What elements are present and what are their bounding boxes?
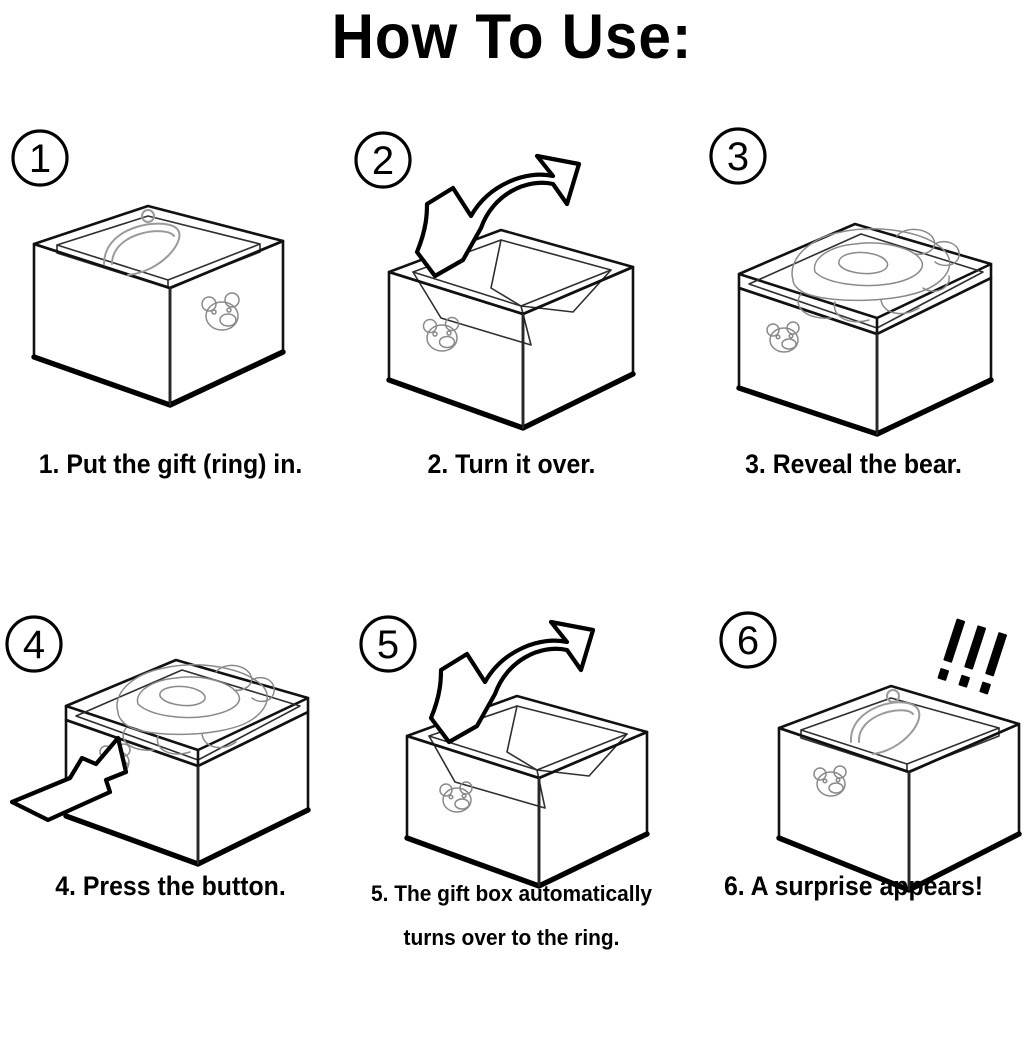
step-badge-3: 3 xyxy=(709,127,767,185)
step-caption-5: 5. The gift box automatically turns over… xyxy=(370,881,653,950)
gift-box-6 xyxy=(776,618,1022,893)
step-illustration-3: 3 xyxy=(683,112,1024,452)
step-illustration-6: 6 xyxy=(683,582,1024,922)
step-illustration-1: 1 xyxy=(0,112,341,452)
step-badge-2: 2 xyxy=(354,131,412,189)
step-caption-1: 1. Put the gift (ring) in. xyxy=(38,449,303,479)
page-title: How To Use: xyxy=(331,2,693,72)
svg-text:6: 6 xyxy=(737,619,759,663)
rotate-arrow-icon xyxy=(414,153,582,279)
bear-button-icon xyxy=(201,292,240,331)
step-badge-6: 6 xyxy=(719,611,777,669)
step-badge-4: 4 xyxy=(5,615,63,673)
steps-row-top: 1 xyxy=(0,112,1024,582)
bear-plush-icon xyxy=(116,664,275,755)
bear-button-icon xyxy=(766,321,800,353)
svg-text:5: 5 xyxy=(377,623,399,667)
step-panel-3: 3 xyxy=(683,112,1024,582)
gift-box-2 xyxy=(386,153,636,431)
step-badge-1: 1 xyxy=(11,129,69,187)
step-illustration-5: 5 xyxy=(341,582,682,922)
step-caption-4: 4. Press the button. xyxy=(55,871,286,901)
gift-box-5 xyxy=(404,619,650,889)
bear-button-icon xyxy=(422,316,460,352)
svg-text:1: 1 xyxy=(29,137,51,181)
step-panel-2: 2 xyxy=(341,112,682,582)
svg-text:3: 3 xyxy=(727,135,749,179)
step-badge-5: 5 xyxy=(359,615,417,673)
steps-row-bottom: 4 xyxy=(0,582,1024,1002)
ring-icon xyxy=(849,689,921,755)
step-panel-4: 4 xyxy=(0,582,341,1052)
step-caption-6: 6. A surprise appears! xyxy=(723,871,984,901)
bear-button-icon xyxy=(439,781,473,813)
step-caption-2: 2. Turn it over. xyxy=(427,449,596,479)
step-illustration-2: 2 xyxy=(341,112,682,452)
step-panel-5: 5 xyxy=(341,582,682,1052)
step-illustration-4: 4 xyxy=(0,582,341,922)
ring-icon xyxy=(103,209,181,276)
svg-text:4: 4 xyxy=(23,623,45,667)
step-caption-3: 3. Reveal the bear. xyxy=(745,449,962,479)
gift-box-4 xyxy=(9,658,311,867)
bear-plush-icon xyxy=(791,228,960,323)
step-panel-6: 6 xyxy=(683,582,1024,1052)
step-panel-1: 1 xyxy=(0,112,341,582)
press-arrow-icon xyxy=(9,735,129,823)
gift-box-1 xyxy=(31,204,286,408)
exclamation-marks-icon xyxy=(937,618,1007,695)
bear-button-icon xyxy=(813,765,847,797)
gift-box-3 xyxy=(736,222,994,437)
rotate-arrow-icon xyxy=(428,619,596,745)
svg-text:2: 2 xyxy=(372,139,394,183)
steps-grid: 1 xyxy=(0,112,1024,1002)
